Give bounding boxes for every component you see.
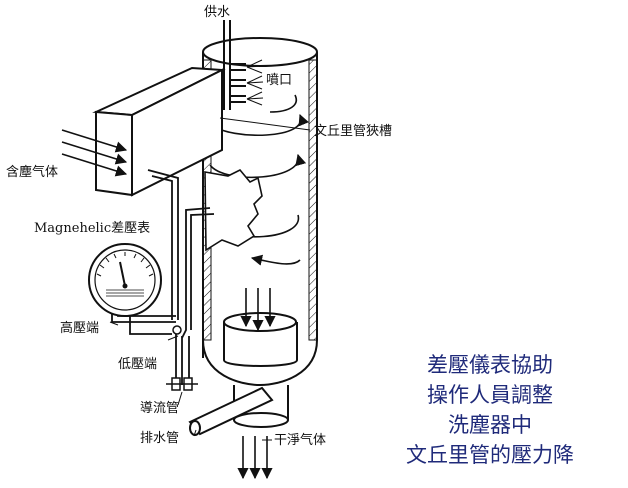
high-port-leader [109, 321, 119, 326]
magnehelic-gauge [88, 243, 162, 317]
pressure-tubes [111, 169, 215, 385]
leader-lines [109, 117, 311, 441]
gauge-name-label: Magnehelic差壓表 [34, 221, 150, 236]
gauge-needle [119, 261, 126, 287]
venturi-throat-label: 文丘里管狹槽 [314, 124, 392, 139]
nozzle-label: 噴口 [266, 73, 292, 88]
caption-line-3: 洗塵器中 [448, 413, 532, 437]
outlet-arrows [237, 436, 273, 480]
valves [166, 377, 198, 391]
conduit-leader [177, 391, 183, 406]
drain-label: 排水管 [140, 431, 179, 446]
low-port-leader [167, 335, 179, 341]
water-supply-label: 供水 [204, 5, 230, 20]
inner-cylinder [223, 312, 298, 367]
conduit-label: 導流管 [140, 401, 179, 416]
inlet-arrows [61, 129, 128, 177]
dirty-gas-label: 含塵气体 [6, 164, 58, 180]
drain-pipe [188, 386, 274, 436]
low-port-label: 低壓端 [118, 357, 157, 372]
downflow-arrows [240, 288, 276, 332]
high-port-label: 高壓端 [60, 320, 99, 336]
liquid-mass [204, 169, 263, 252]
nozzle-sprays [246, 59, 264, 106]
caption: 差壓儀表協助 操作人員調整 洗塵器中 文丘里管的壓力降 [406, 353, 574, 467]
drain-leader [193, 429, 197, 437]
tee-fitting [172, 325, 182, 335]
caption-line-1: 差壓儀表協助 [427, 353, 553, 377]
venturi-leader [219, 117, 311, 131]
water-pipe [223, 20, 246, 110]
caption-line-4: 文丘里管的壓力降 [406, 443, 574, 467]
clean-gas-label: 干淨气体 [274, 432, 326, 448]
caption-line-2: 操作人員調整 [427, 383, 553, 407]
